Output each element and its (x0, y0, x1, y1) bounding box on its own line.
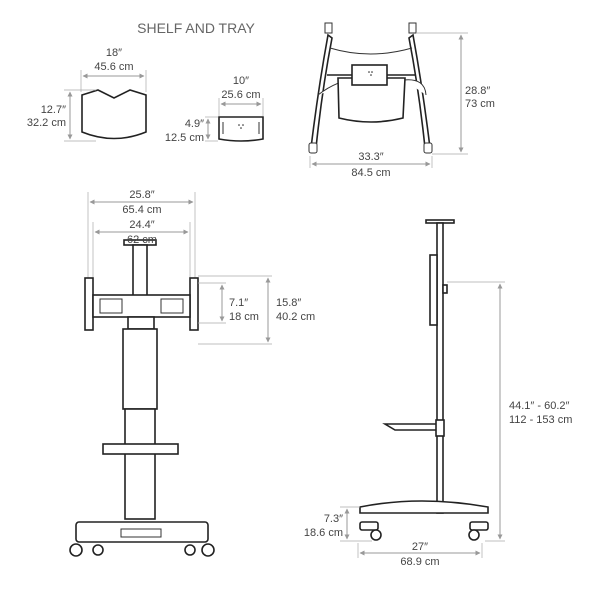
vesa-outer-cm: 40.2 cm (276, 311, 315, 323)
shelf-width-in: 18″ (106, 47, 122, 59)
side-view-drawing (340, 219, 505, 558)
base-depth-in: 27″ (412, 541, 428, 553)
tray-depth-cm: 12.5 cm (165, 132, 204, 144)
base-height-in: 7.3″ (324, 513, 343, 525)
bracket-inner-width-in: 24.4″ (129, 219, 154, 231)
bracket-inner-width-cm: 62 cm (127, 234, 157, 246)
base-depth-cm: 68.9 cm (400, 556, 439, 568)
front-view-drawing (69, 192, 272, 557)
bracket-outer-width-cm: 65.4 cm (122, 204, 161, 216)
vesa-outer-in: 15.8″ (276, 297, 301, 309)
top-view-depth-in: 28.8″ (465, 85, 490, 97)
base-height-cm: 18.6 cm (304, 527, 343, 539)
top-view-width-in: 33.3″ (358, 151, 383, 163)
shelf-width-cm: 45.6 cm (94, 61, 133, 73)
shelf-depth-cm: 32.2 cm (27, 117, 66, 129)
tray-depth-in: 4.9″ (185, 118, 204, 130)
height-range-cm: 112 - 153 cm (509, 414, 572, 426)
shelf-drawing (64, 70, 147, 142)
top-view-drawing (308, 22, 468, 168)
height-range-in: 44.1″ - 60.2″ (509, 400, 569, 412)
top-view-depth-cm: 73 cm (465, 98, 495, 110)
vesa-inner-cm: 18 cm (229, 311, 259, 323)
tray-drawing (205, 98, 264, 142)
top-view-width-cm: 84.5 cm (351, 167, 390, 179)
bracket-outer-width-in: 25.8″ (129, 189, 154, 201)
shelf-depth-in: 12.7″ (41, 104, 66, 116)
vesa-inner-in: 7.1″ (229, 297, 248, 309)
tray-width-in: 10″ (233, 75, 249, 87)
section-title: SHELF AND TRAY (137, 20, 255, 36)
tray-width-cm: 25.6 cm (221, 89, 260, 101)
